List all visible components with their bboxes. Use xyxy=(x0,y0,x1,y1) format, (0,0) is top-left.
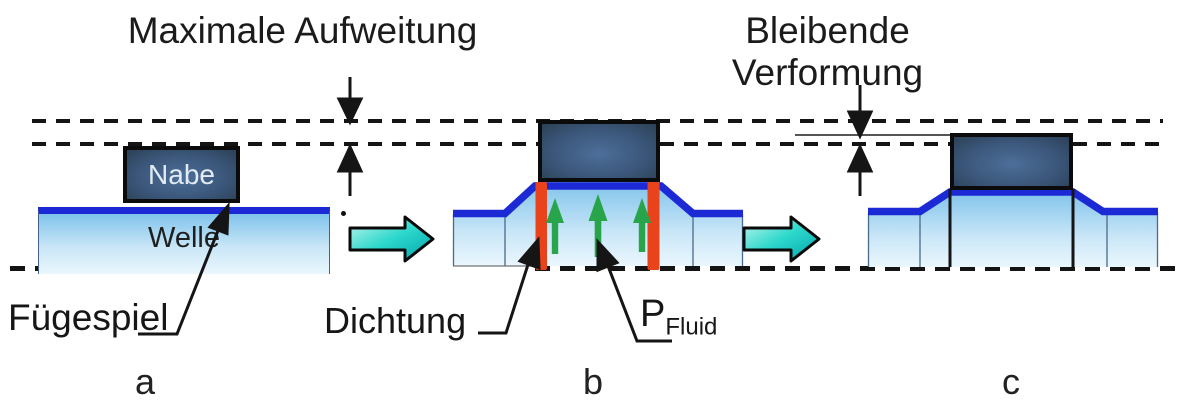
shaft-label: Welle xyxy=(148,222,220,254)
pfluid-label: PFluid xyxy=(640,293,717,342)
seal-bar-left xyxy=(535,182,547,270)
process-right-arrow-icon-2 xyxy=(742,215,821,263)
seal-bar-right xyxy=(647,182,660,270)
hub-label: Nabe xyxy=(148,158,215,190)
permanent-deformation-dim-arrows xyxy=(846,85,874,196)
stage-label-c: c xyxy=(1002,361,1020,402)
pfluid-subscript: Fluid xyxy=(665,313,718,341)
deformation-level-line xyxy=(795,134,952,136)
centerline-dashed-right xyxy=(535,266,1175,271)
shaft-b-body xyxy=(452,182,744,270)
hub-c-box xyxy=(950,133,1073,190)
process-right-arrow-icon-1 xyxy=(348,215,435,263)
dashed-reference-line-lower-middle xyxy=(660,142,950,146)
dichtung-label: Dichtung xyxy=(324,300,467,341)
stage-label-b: b xyxy=(582,361,604,402)
fuegespiel-label: Fügespiel xyxy=(8,297,169,338)
title-bleibende-verformung: Bleibende Verformung xyxy=(731,10,924,93)
hub-b-box xyxy=(538,120,660,182)
shaft-b-expanded-surface xyxy=(453,182,743,218)
dashed-reference-line-lower-right xyxy=(1073,142,1163,146)
max-expansion-dim-arrows xyxy=(336,77,364,196)
shaft-c-outline xyxy=(868,191,1158,267)
hub-a-box: Nabe xyxy=(123,146,240,203)
shaft-c-body xyxy=(867,188,1159,267)
pressure-up-arrow-icons xyxy=(546,194,651,257)
dashed-reference-line-lower-left xyxy=(32,142,538,146)
title-maximale-aufweitung: Maximale Aufweitung xyxy=(127,10,478,51)
pfluid-symbol: P xyxy=(640,293,666,335)
shaft-c-deformed-surface xyxy=(868,188,1158,216)
stage-label-a: a xyxy=(134,361,156,402)
ink-dot xyxy=(341,211,346,216)
